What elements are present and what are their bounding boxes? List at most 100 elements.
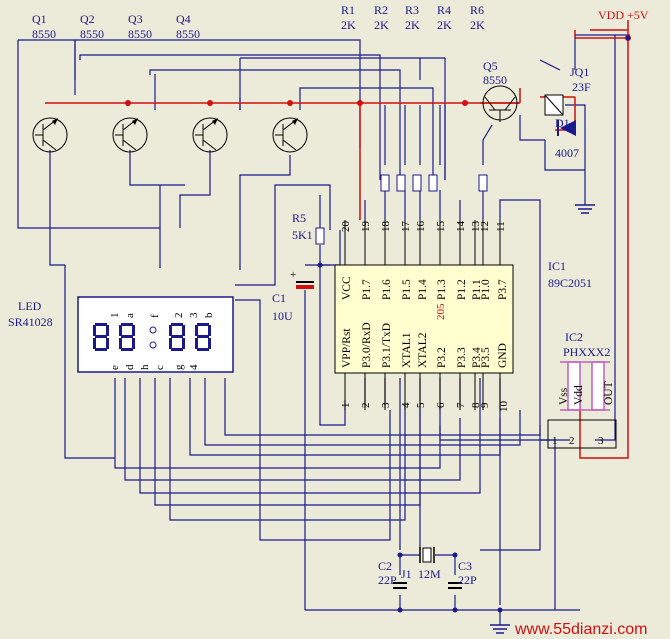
component-labels: Q1 8550 Q2 8550 Q3 8550 Q4 8550 R1 2K R2… bbox=[8, 3, 649, 638]
resistor-bank bbox=[380, 174, 488, 192]
ic1-part: 89C2051 bbox=[548, 276, 592, 290]
diode-d1 bbox=[557, 120, 576, 136]
ic1-pin-18: 18 bbox=[380, 221, 392, 233]
ic1-name-xtal1: XTAL1 bbox=[401, 332, 413, 368]
ic1-pin-labels: 20 19 18 17 16 15 14 13 12 11 VCC P1.7 P… bbox=[340, 221, 510, 413]
wires bbox=[17, 34, 630, 625]
led-pin-c: c bbox=[154, 365, 166, 370]
ic1-pin-4: 4 bbox=[400, 402, 412, 408]
d1-label: D1 bbox=[555, 116, 570, 130]
q4-label: Q4 bbox=[176, 12, 191, 26]
ic1-name-p10: P1.0 bbox=[480, 279, 492, 300]
r2-label: R2 bbox=[374, 3, 388, 17]
r3-value: 2K bbox=[405, 18, 420, 32]
ic1-pin-20: 20 bbox=[340, 221, 352, 233]
ic1-chip bbox=[334, 220, 514, 410]
ic1-pin-10: 10 bbox=[498, 401, 510, 413]
capacitor-c3 bbox=[448, 582, 462, 589]
ic1-name-p16: P1.6 bbox=[381, 279, 393, 300]
d1-value: 4007 bbox=[555, 146, 579, 160]
led-pin-2: 2 bbox=[173, 313, 185, 319]
transistor-q5 bbox=[482, 85, 518, 122]
r3-label: R3 bbox=[405, 3, 419, 17]
ic1-name-p17: P1.7 bbox=[361, 279, 373, 300]
svg-text:+: + bbox=[290, 269, 296, 281]
ground-symbol-main bbox=[490, 624, 510, 634]
ic1-pin-16: 16 bbox=[415, 221, 427, 233]
ic1-name-gnd: GND bbox=[497, 343, 509, 368]
ic2-pin-1: 1 bbox=[552, 435, 558, 447]
led-pin-3: 3 bbox=[188, 312, 200, 318]
ic1-name-p34: P3.4 bbox=[471, 347, 483, 368]
c3-value: 22P bbox=[458, 573, 477, 587]
capacitor-c1: + bbox=[290, 269, 314, 289]
ic2-name-out: OUT bbox=[603, 381, 615, 405]
ic1-marking: 205 bbox=[435, 303, 447, 320]
q2-type: 8550 bbox=[80, 27, 104, 41]
ic1-pin-7: 7 bbox=[455, 402, 467, 408]
q3-type: 8550 bbox=[128, 27, 152, 41]
q1-type: 8550 bbox=[32, 27, 56, 41]
jq1-label: JQ1 bbox=[570, 65, 589, 79]
q5-type: 8550 bbox=[483, 73, 507, 87]
ic1-pin-5: 5 bbox=[415, 402, 427, 408]
ic1-name-p14: P1.4 bbox=[417, 279, 429, 300]
ic1-name-p32: P3.2 bbox=[436, 347, 448, 368]
j1-value: 12M bbox=[418, 567, 441, 581]
c2-label: C2 bbox=[378, 559, 392, 573]
ic1-name-txd: P3.1/TxD bbox=[381, 323, 393, 368]
r1-label: R1 bbox=[341, 3, 355, 17]
resistor-r5 bbox=[315, 227, 325, 245]
watermark: www.55dianzi.com bbox=[514, 621, 648, 638]
q1-label: Q1 bbox=[32, 12, 47, 26]
q5-label: Q5 bbox=[483, 59, 498, 73]
ic2-name-vss: Vss bbox=[558, 387, 570, 405]
q3-label: Q3 bbox=[128, 12, 143, 26]
j1-label: J1 bbox=[401, 567, 412, 581]
c1-label: C1 bbox=[272, 291, 286, 305]
transistor-q1 bbox=[32, 117, 68, 153]
ic1-name-p13: P1.3 bbox=[436, 279, 448, 300]
ic1-pin-14: 14 bbox=[455, 221, 467, 233]
transistor-q2 bbox=[112, 117, 148, 153]
ic1-pin-8: 8 bbox=[470, 402, 482, 408]
ground-symbol-relay bbox=[575, 204, 595, 214]
led-pin-e: e bbox=[109, 365, 121, 370]
ic1-name-p12: P1.2 bbox=[456, 279, 468, 300]
ic1-pin-3: 3 bbox=[380, 402, 392, 408]
ic2-pin-3: 3 bbox=[598, 435, 604, 447]
led-pin-d: d bbox=[124, 364, 136, 370]
led-pin-g: g bbox=[173, 364, 185, 370]
ic1-name-p37: P3.7 bbox=[497, 279, 509, 300]
r2-value: 2K bbox=[374, 18, 389, 32]
ic2-part: PHXXX2 bbox=[563, 345, 610, 359]
ic1-pin-13: 13 bbox=[470, 221, 482, 233]
junction-dots bbox=[317, 35, 631, 613]
r4-value: 2K bbox=[437, 18, 452, 32]
led-pin-labels: 1 a f 2 3 b e d h c g 4 bbox=[109, 312, 215, 370]
ic1-pin-12: 12 bbox=[479, 221, 491, 232]
led-pin-a: a bbox=[124, 313, 136, 318]
led-label: LED bbox=[18, 299, 42, 313]
ic1-name-rst: VPP/Rst bbox=[341, 328, 353, 368]
r5-label: R5 bbox=[292, 211, 306, 225]
r6-value: 2K bbox=[470, 18, 485, 32]
ic1-pin-2: 2 bbox=[360, 403, 372, 409]
ic1-name-xtal2: XTAL2 bbox=[417, 332, 429, 368]
led-pin-b: b bbox=[203, 312, 215, 318]
vdd-label: VDD +5V bbox=[598, 8, 649, 22]
ic1-name-p11: P1.1 bbox=[471, 279, 483, 300]
r5-value: 5K1 bbox=[292, 228, 313, 242]
c1-value: 10U bbox=[272, 309, 293, 323]
ic1-name-p15: P1.5 bbox=[401, 279, 413, 300]
jq1-value: 23F bbox=[572, 80, 591, 94]
transistor-q3 bbox=[192, 117, 228, 153]
led-pin-1: 1 bbox=[109, 313, 121, 319]
led-display bbox=[77, 296, 234, 373]
led-pin-h: h bbox=[139, 364, 151, 370]
ic2-label: IC2 bbox=[565, 330, 583, 344]
ic1-pin-6: 6 bbox=[435, 402, 447, 408]
c3-label: C3 bbox=[458, 559, 472, 573]
ic1-name-p35: P3.5 bbox=[480, 347, 492, 368]
ic1-pin-1: 1 bbox=[340, 403, 352, 409]
